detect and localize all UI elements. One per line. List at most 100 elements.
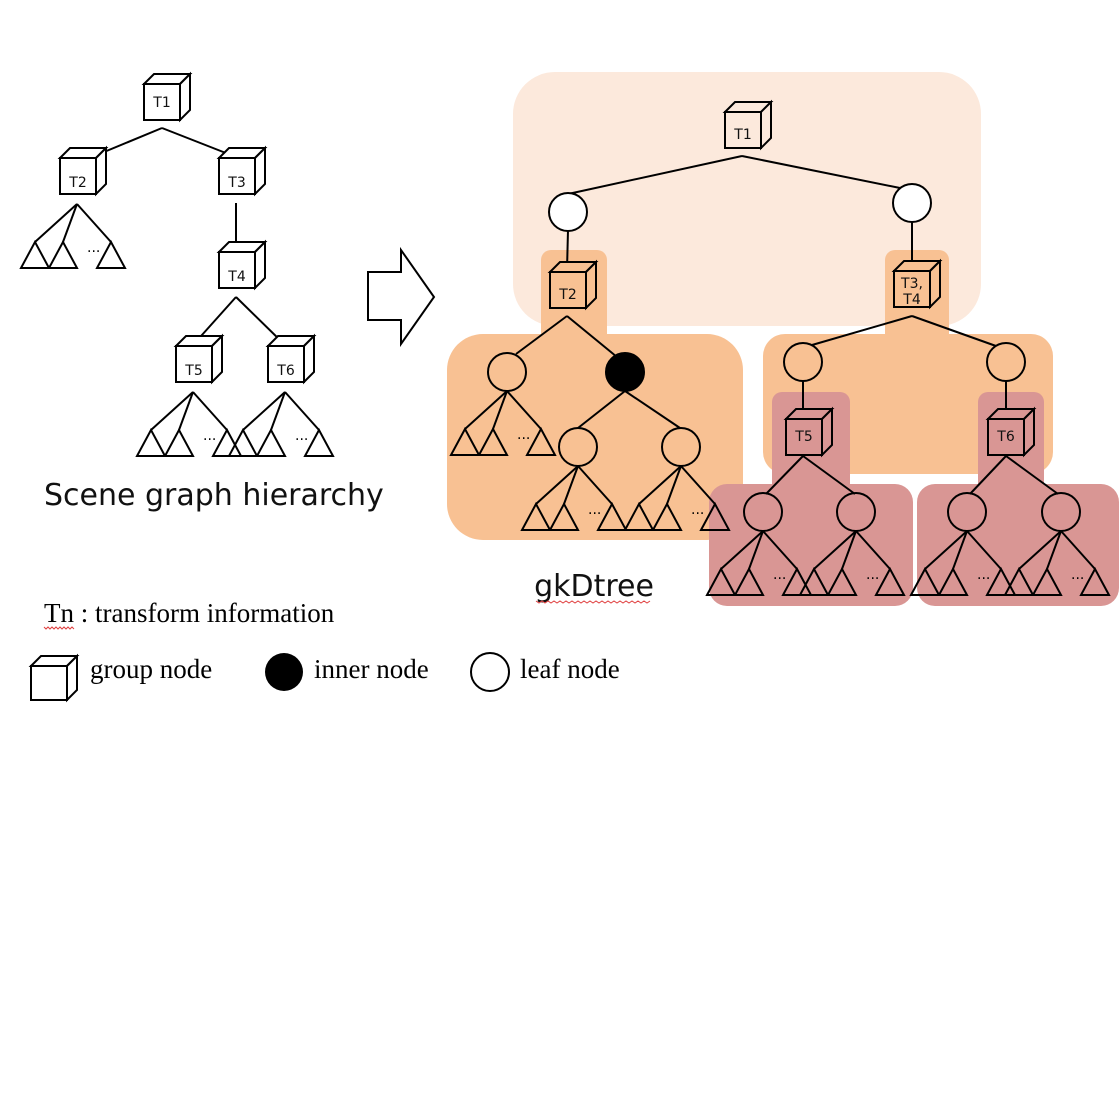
fan-edge xyxy=(813,530,857,570)
edge-inner-leaf-left xyxy=(577,390,626,429)
fan-edge xyxy=(76,203,112,243)
fan-edge xyxy=(748,530,764,570)
triangle-fan: ... xyxy=(135,391,243,457)
fan-edge xyxy=(762,530,798,570)
gk-group-node-t5: T5 xyxy=(785,408,833,456)
inner-node xyxy=(605,352,645,392)
group-node-t2: T2 xyxy=(59,147,107,195)
geometry-triangle xyxy=(227,427,259,457)
geometry-triangle xyxy=(699,501,731,531)
geometry-triangle xyxy=(874,566,906,596)
edge-t1-leaf-right xyxy=(741,155,901,189)
geometry-triangle xyxy=(477,426,509,456)
leaf-node xyxy=(783,342,823,382)
edge-t2-inner xyxy=(566,315,618,358)
triangle-fan: ... xyxy=(520,465,628,531)
svg-text:T5: T5 xyxy=(794,429,812,445)
triangle-fan: ... xyxy=(909,530,1017,596)
group-node-t6: T6 xyxy=(267,335,315,383)
fan-edge xyxy=(841,530,857,570)
geometry-triangle xyxy=(651,501,683,531)
gk-group-node-t3-t4: T3, T4 xyxy=(893,260,941,308)
geometry-triangle xyxy=(1079,566,1111,596)
fan-edge xyxy=(150,391,194,431)
ellipsis: ... xyxy=(691,502,704,518)
edge-t2-leaf xyxy=(515,315,568,355)
ellipsis: ... xyxy=(295,428,308,444)
spellcheck-underline xyxy=(43,626,75,630)
svg-text:T4: T4 xyxy=(227,269,246,285)
geometry-triangle xyxy=(19,239,51,269)
geometry-triangle xyxy=(255,427,287,457)
fan-edge xyxy=(34,203,78,243)
fan-edge xyxy=(535,465,579,505)
geometry-triangle xyxy=(548,501,580,531)
fan-edge xyxy=(178,391,194,431)
group-node-t4: T4 xyxy=(218,241,266,289)
svg-text:T2: T2 xyxy=(558,287,576,303)
edge-t34-leaf-left xyxy=(811,315,913,346)
inner-node-icon xyxy=(265,653,303,691)
fan-edge xyxy=(284,391,320,431)
ellipsis: ... xyxy=(203,428,216,444)
triangle-fan: ... xyxy=(705,530,813,596)
spellcheck-underline xyxy=(535,600,651,604)
geometry-triangle xyxy=(596,501,628,531)
fan-edge xyxy=(855,530,891,570)
fan-edge xyxy=(62,203,78,243)
fan-edge xyxy=(192,391,228,431)
leaf-node xyxy=(892,183,932,223)
scene-graph: T1 T2 T3 T4 T5 T6 ... ... ... Sc xyxy=(19,73,384,513)
gk-group-node-t2: T2 xyxy=(549,261,597,309)
geometry-triangle xyxy=(623,501,655,531)
geometry-triangle xyxy=(909,566,941,596)
scene-graph-title: Scene graph hierarchy xyxy=(44,478,384,513)
svg-text:T3,: T3, xyxy=(900,276,923,292)
fan-edge xyxy=(666,465,682,505)
fan-edge xyxy=(577,465,613,505)
fan-edge xyxy=(720,530,764,570)
right-arrow-icon xyxy=(367,246,436,348)
fan-edge xyxy=(506,390,542,430)
geometry-triangle xyxy=(163,427,195,457)
fan-edge xyxy=(242,391,286,431)
fan-edge xyxy=(270,391,286,431)
geometry-triangle xyxy=(449,426,481,456)
geometry-triangle xyxy=(1031,566,1063,596)
ellipsis: ... xyxy=(588,502,601,518)
geometry-fan-t2: ... xyxy=(19,203,127,269)
triangle-fan: ... xyxy=(19,203,127,269)
fan-edge xyxy=(1046,530,1062,570)
edge-inner-leaf-right xyxy=(624,390,681,429)
edge-t1-leaf-left xyxy=(567,155,743,195)
edge-t5-leaf-left xyxy=(765,455,804,495)
gk-group-node-t1: T1 xyxy=(724,101,772,149)
leaf-node xyxy=(986,342,1026,382)
region-top xyxy=(513,72,981,326)
geometry-triangle xyxy=(211,427,243,457)
triangle-fan: ... xyxy=(227,391,335,457)
svg-text:T4: T4 xyxy=(902,292,921,308)
geometry-fan-t6: ... xyxy=(227,391,335,457)
region-bottom-left xyxy=(709,484,913,606)
legend-inner-node-label: inner node xyxy=(314,654,429,684)
gkdtree: T1 T2 T3, T4 T5 T6 ....... xyxy=(447,72,1119,606)
fan-edge xyxy=(966,530,1002,570)
edge-t34-leaf-right xyxy=(911,315,997,347)
legend-tn-label: Tn : transform information xyxy=(44,598,335,628)
legend: Tn : transform information group node in… xyxy=(28,598,620,703)
edge-t6-leaf-right xyxy=(1005,455,1059,495)
fan-edge xyxy=(924,530,968,570)
group-node-t3: T3 xyxy=(218,147,266,195)
leaf-node xyxy=(548,192,588,232)
triangle-fan: ... xyxy=(449,390,557,456)
svg-text:T6: T6 xyxy=(996,429,1015,445)
ellipsis: ... xyxy=(977,567,990,583)
triangle-fan: ... xyxy=(798,530,906,596)
geometry-triangle xyxy=(937,566,969,596)
geometry-triangle xyxy=(798,566,830,596)
triangle-fan: ... xyxy=(623,465,731,531)
fan-edge xyxy=(492,390,508,430)
geometry-triangle xyxy=(826,566,858,596)
region-bottom-right xyxy=(917,484,1119,606)
